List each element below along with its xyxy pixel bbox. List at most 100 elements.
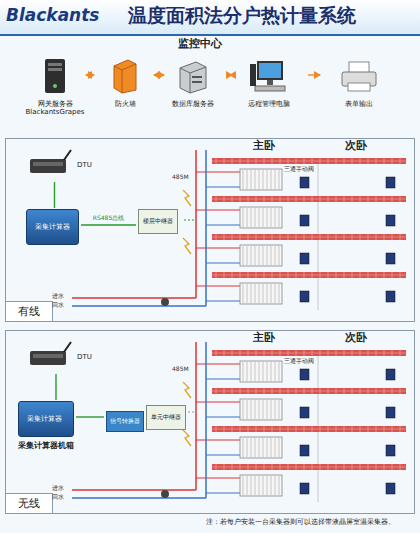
stroke — [251, 438, 252, 457]
stroke — [196, 477, 240, 478]
stroke — [318, 470, 319, 502]
stroke — [255, 438, 256, 457]
connector — [86, 74, 94, 75]
supply-riser — [195, 150, 197, 298]
connector — [81, 224, 136, 225]
stroke — [279, 170, 280, 189]
brick-wall — [212, 426, 406, 432]
stroke — [251, 476, 252, 495]
stroke — [247, 170, 248, 189]
calc-node: 采集计算器 — [26, 209, 79, 245]
connector — [55, 374, 56, 400]
stroke — [271, 362, 272, 381]
printer-icon — [339, 58, 379, 94]
stroke — [271, 170, 272, 189]
mon-node: 远程管理电脑 — [232, 58, 306, 108]
stroke — [259, 438, 260, 457]
return-pipe — [72, 497, 206, 499]
stroke — [259, 170, 260, 189]
stroke — [255, 208, 256, 227]
stroke — [206, 454, 240, 455]
radiator — [240, 361, 282, 382]
radiator — [240, 437, 282, 458]
connector — [154, 74, 164, 75]
stroke — [279, 438, 280, 457]
wireless-bolt — [183, 238, 191, 254]
stroke — [318, 164, 319, 196]
stroke — [271, 476, 272, 495]
stroke — [259, 362, 260, 381]
thermostat — [300, 483, 309, 494]
node-text: 有线 — [6, 301, 53, 321]
stroke — [263, 476, 264, 495]
firewall-icon — [88, 58, 162, 98]
thermostat — [386, 407, 395, 418]
stroke — [255, 476, 256, 495]
return-pipe — [72, 305, 206, 307]
node-text: 网关服务器 BlackantsGrapes — [18, 100, 92, 116]
stroke — [255, 284, 256, 303]
label: 回水 — [52, 494, 64, 501]
stroke — [251, 362, 252, 381]
stroke — [259, 246, 260, 265]
dtu-icon — [28, 341, 74, 373]
stroke — [212, 353, 406, 354]
stroke — [271, 208, 272, 227]
node-text: 单元中继器 — [151, 413, 181, 422]
mon-node: 防火墙 — [88, 58, 162, 108]
thermostat — [300, 445, 309, 456]
stroke — [318, 240, 319, 272]
stroke — [271, 246, 272, 265]
dtu-icon — [28, 149, 74, 181]
stroke — [212, 429, 406, 430]
stroke — [196, 285, 240, 286]
stroke — [243, 284, 244, 303]
bus-wire — [184, 220, 196, 221]
thermostat — [300, 369, 309, 380]
label: 次卧 — [345, 140, 367, 152]
stroke — [271, 438, 272, 457]
radiator — [240, 399, 282, 420]
label: 监控中心 — [178, 38, 222, 50]
stroke — [271, 400, 272, 419]
radiator — [240, 283, 282, 304]
label: 次卧 — [345, 332, 367, 344]
stroke — [318, 202, 319, 234]
node-text: 数据库服务器 — [156, 100, 230, 108]
stroke — [275, 438, 276, 457]
return-riser — [205, 150, 207, 306]
mon-node: 数据库服务器 — [156, 58, 230, 108]
stroke — [247, 400, 248, 419]
dtu-icon — [28, 341, 74, 369]
stroke — [251, 208, 252, 227]
label: 回水 — [52, 302, 64, 309]
stroke — [251, 170, 252, 189]
node-text: 信号转换器 — [110, 417, 140, 426]
node-text: DTU — [77, 353, 92, 361]
stroke — [247, 362, 248, 381]
stroke — [259, 208, 260, 227]
stroke — [279, 284, 280, 303]
rep-node: 楼层中继器 — [138, 209, 178, 234]
stroke — [251, 400, 252, 419]
radiator — [240, 475, 282, 496]
label: 注：若每户安装一台采集器则可以选择带液晶屏室温采集器。 — [206, 519, 395, 527]
meter-valve — [161, 298, 169, 306]
stroke — [279, 400, 280, 419]
stroke — [275, 362, 276, 381]
rep-node: 单元中继器 — [146, 405, 186, 430]
conv-node: 信号转换器 — [106, 411, 144, 432]
brick-wall — [212, 350, 406, 356]
stroke — [267, 400, 268, 419]
stroke — [206, 262, 240, 263]
pc-icon — [249, 58, 289, 94]
stroke — [279, 362, 280, 381]
stroke — [212, 391, 406, 392]
stroke — [275, 400, 276, 419]
stroke — [271, 284, 272, 303]
thermostat — [300, 215, 309, 226]
stroke — [196, 439, 240, 440]
stroke — [196, 247, 240, 248]
radiator — [240, 207, 282, 228]
label: 三通手动阀 — [284, 358, 314, 365]
